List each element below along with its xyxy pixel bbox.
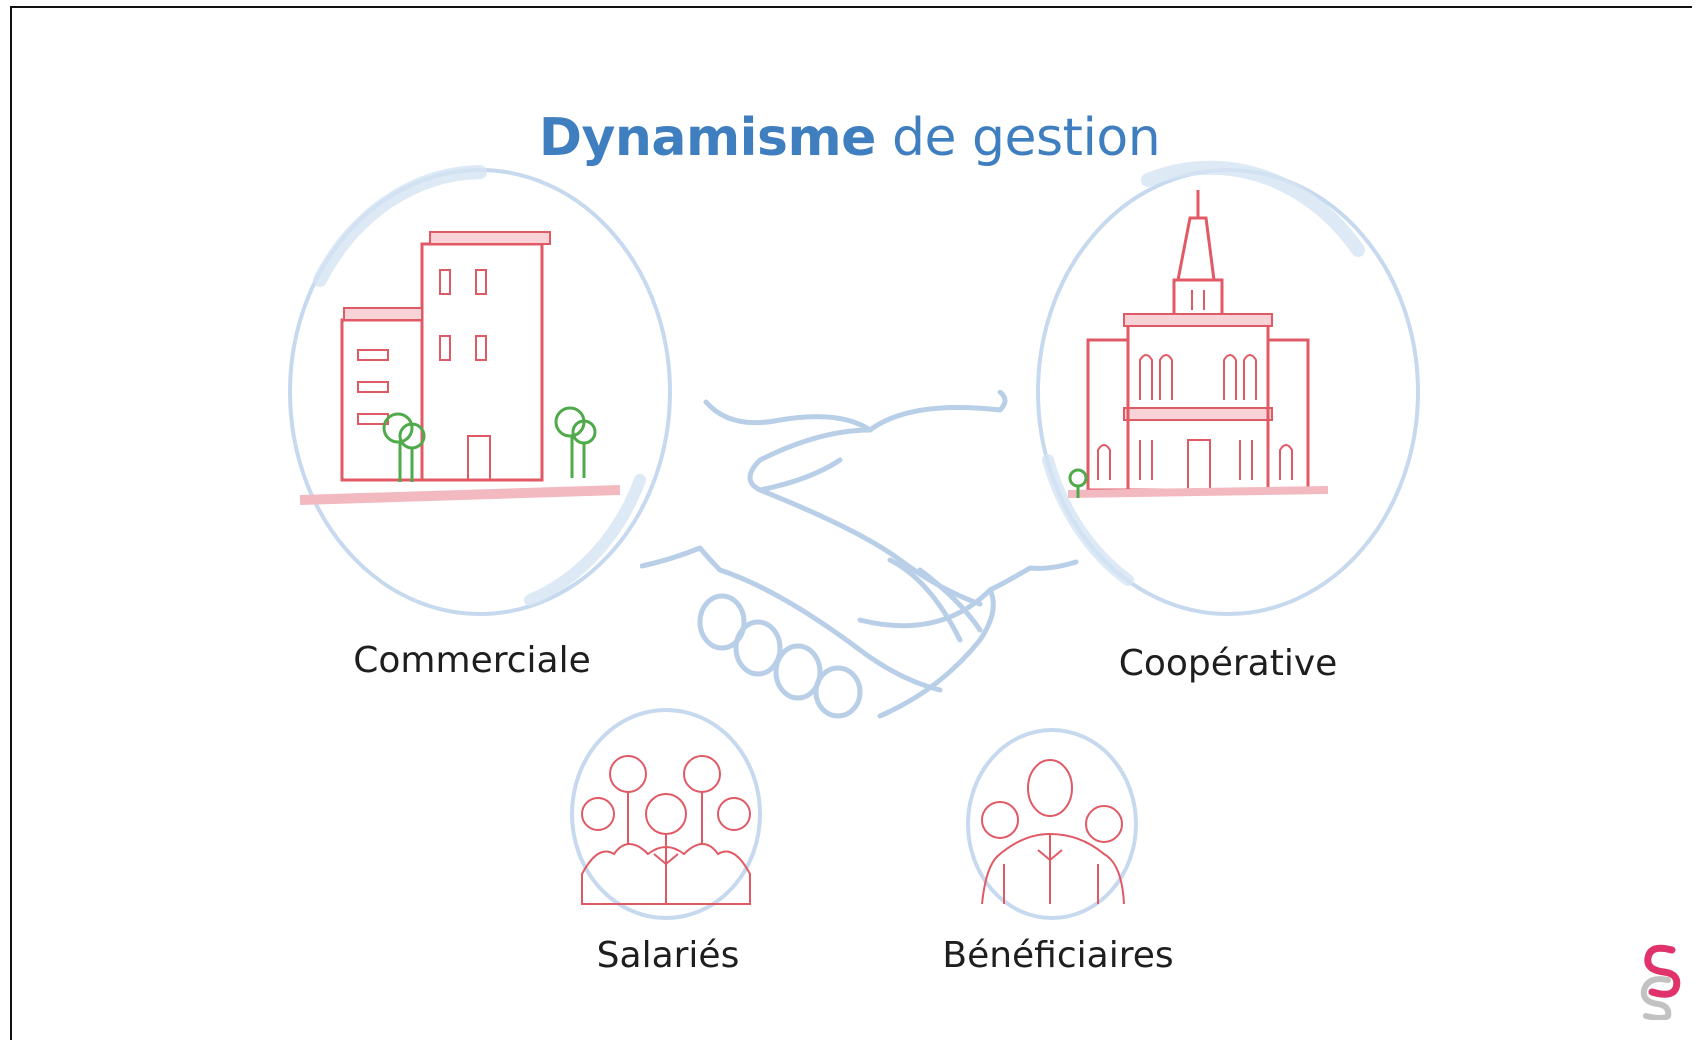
handshake [640, 390, 1080, 740]
office-building-icon [288, 165, 672, 616]
employees-group-icon [570, 708, 762, 920]
label-commerciale: Commerciale [353, 640, 591, 681]
beneficiaires-bubble [964, 724, 1140, 924]
city-hall-icon [1036, 160, 1420, 616]
handshake-icon [640, 390, 1079, 719]
commerciale-bubble [280, 160, 680, 620]
label-cooperative: Coopérative [1118, 643, 1338, 684]
page-title: Dynamisme de gestion [0, 108, 1699, 168]
brand-logo [1628, 940, 1688, 1020]
title-rest: de gestion [891, 108, 1161, 168]
label-beneficiaires: Bénéficiaires [942, 935, 1174, 976]
cooperative-bubble [1028, 160, 1428, 620]
title-emphasis: Dynamisme [538, 108, 877, 168]
beneficiaries-group-icon [966, 728, 1138, 920]
brand-logo-icon [1640, 944, 1681, 1020]
salaries-bubble [568, 704, 764, 924]
label-salaries: Salariés [596, 935, 740, 976]
video-frame [10, 6, 1692, 1040]
